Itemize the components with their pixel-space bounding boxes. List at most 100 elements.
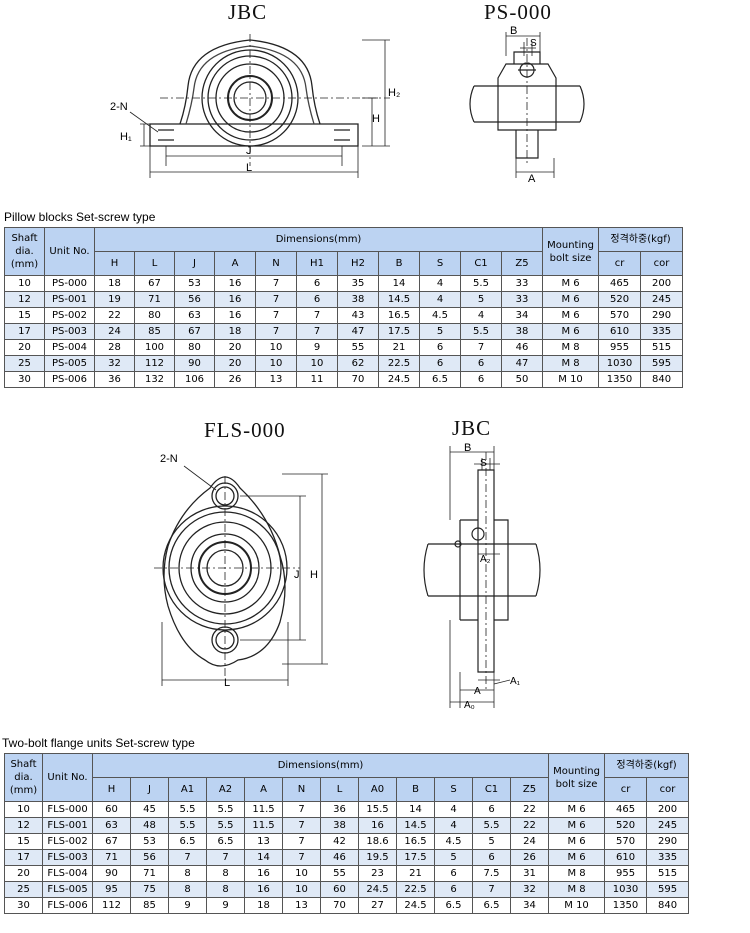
pillow-header-mounting: Mounting bolt size — [542, 227, 600, 276]
table-cell: 595 — [640, 355, 684, 372]
table-cell: 24 — [94, 323, 135, 340]
pillow-col-header: L — [134, 251, 175, 276]
table-cell: 6 — [296, 291, 338, 308]
flange-col-header: A — [244, 777, 283, 802]
table-cell: 6.5 — [206, 833, 245, 850]
table-cell: 5 — [460, 291, 502, 308]
table-cell: 20 — [214, 355, 256, 372]
table-cell: 16.5 — [396, 833, 435, 850]
table-cell: 4 — [419, 275, 461, 292]
table-cell: 14 — [244, 849, 283, 866]
table-cell: 21 — [378, 339, 420, 356]
table-cell: PS-005 — [44, 355, 95, 372]
flange-col-header: A2 — [206, 777, 245, 802]
table-cell: 47 — [500, 355, 544, 372]
table-cell: 8 — [206, 865, 245, 882]
flange-col-header: C1 — [472, 777, 511, 802]
table-cell: 8 — [168, 881, 207, 898]
table-cell: 50 — [500, 371, 544, 388]
table-cell: 18 — [214, 323, 256, 340]
flange-col-header: J — [130, 777, 169, 802]
table-cell: 6 — [434, 881, 473, 898]
pillow-header-dimensions: Dimensions(mm) — [93, 227, 544, 252]
table-cell: 15 — [4, 307, 45, 324]
table-cell: 6 — [419, 339, 461, 356]
table-cell: 6 — [472, 849, 511, 866]
table-cell: 28 — [94, 339, 135, 356]
flange-col-header: S — [434, 777, 473, 802]
table-cell: 112 — [134, 355, 175, 372]
pillow-col-header: cor — [640, 251, 684, 276]
table-cell: 4 — [434, 801, 473, 818]
table-cell: M 6 — [542, 291, 600, 308]
pillow-col-header: C1 — [460, 251, 502, 276]
table-cell: 19.5 — [358, 849, 397, 866]
table-cell: 520 — [604, 817, 648, 834]
table-cell: PS-004 — [44, 339, 95, 356]
table-cell: 67 — [92, 833, 131, 850]
table-cell: 62 — [337, 355, 379, 372]
table-cell: 16 — [244, 865, 283, 882]
table-cell: 570 — [598, 307, 642, 324]
flange-col-header: H — [92, 777, 131, 802]
table-cell: 42 — [320, 833, 359, 850]
table-cell: M 6 — [548, 833, 606, 850]
table-cell: 80 — [134, 307, 175, 324]
pillow-col-header: cr — [598, 251, 642, 276]
table-cell: 200 — [640, 275, 684, 292]
table-cell: 60 — [320, 881, 359, 898]
flange-col-header: B — [396, 777, 435, 802]
table-cell: 5 — [472, 833, 511, 850]
flange-caption-left: FLS-000 — [204, 418, 286, 442]
table-cell: 24 — [509, 833, 550, 850]
table-cell: 38 — [320, 817, 359, 834]
table-cell: M 6 — [542, 275, 600, 292]
table-cell: 63 — [92, 817, 131, 834]
pillow-col-header: A — [214, 251, 256, 276]
table-cell: M 8 — [542, 355, 600, 372]
table-cell: 100 — [134, 339, 175, 356]
pillow-col-header: N — [255, 251, 297, 276]
table-cell: 16 — [214, 307, 256, 324]
table-cell: 36 — [94, 371, 135, 388]
table-cell: 53 — [130, 833, 169, 850]
flange-unit-spec-table: Shaft dia. (mm) Unit No. Dimensions(mm) … — [4, 753, 690, 914]
flange-side-label-s: S — [480, 458, 487, 469]
pillow-label-2n: 2-N — [110, 101, 128, 113]
pillow-label-h: H — [372, 113, 380, 125]
flange-label-h: H — [310, 569, 318, 581]
table-cell: 1030 — [598, 355, 642, 372]
table-cell: 955 — [604, 865, 648, 882]
table-cell: 335 — [640, 323, 684, 340]
table-cell: FLS-003 — [42, 849, 93, 866]
table-cell: 24.5 — [358, 881, 397, 898]
table-cell: 12 — [4, 817, 43, 834]
table-cell: 515 — [640, 339, 684, 356]
flange-label-j: J — [294, 569, 300, 581]
flange-side-label-a: A — [474, 686, 481, 697]
table-cell: 570 — [604, 833, 648, 850]
pillow-label-l: L — [246, 162, 252, 174]
table-cell: 520 — [598, 291, 642, 308]
table-cell: 7 — [282, 849, 321, 866]
pillow-col-header: H1 — [296, 251, 338, 276]
table-cell: 200 — [646, 801, 690, 818]
table-cell: 85 — [130, 897, 169, 914]
table-cell: 10 — [4, 275, 45, 292]
table-cell: 5.5 — [206, 817, 245, 834]
table-cell: 36 — [320, 801, 359, 818]
table-cell: 20 — [4, 865, 43, 882]
table-cell: 17.5 — [378, 323, 420, 340]
pillow-side-label-a: A — [528, 173, 536, 185]
pillow-col-header: J — [174, 251, 215, 276]
flange-unit-front-view: 2-N J H L — [154, 453, 328, 689]
table-cell: 35 — [337, 275, 379, 292]
table-cell: 9 — [296, 339, 338, 356]
flange-side-label-a1: A₁ — [510, 676, 521, 687]
table-cell: 55 — [320, 865, 359, 882]
table-cell: 25 — [4, 355, 45, 372]
table-cell: 22.5 — [378, 355, 420, 372]
